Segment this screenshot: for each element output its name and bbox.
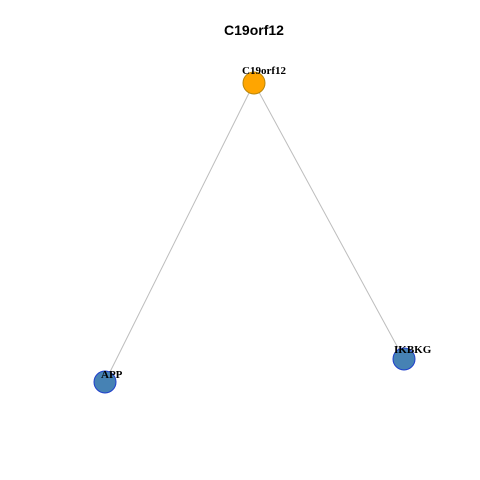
node-circle-c19orf12[interactable] — [242, 71, 266, 95]
node-ikbkg[interactable]: IKBKG — [392, 344, 432, 371]
node-c19orf12[interactable]: C19orf12 — [242, 65, 286, 95]
edges-layer — [104, 82, 405, 383]
node-app[interactable]: APP — [93, 369, 123, 394]
graph-title: C19orf12 — [224, 22, 284, 38]
node-label-app: APP — [101, 369, 123, 381]
edge-c19orf12-app — [104, 82, 255, 383]
node-label-c19orf12: C19orf12 — [242, 65, 286, 77]
node-circle-ikbkg[interactable] — [392, 347, 416, 371]
node-label-ikbkg: IKBKG — [394, 344, 432, 356]
edge-c19orf12-ikbkg — [253, 82, 405, 360]
node-circle-app[interactable] — [93, 370, 117, 394]
